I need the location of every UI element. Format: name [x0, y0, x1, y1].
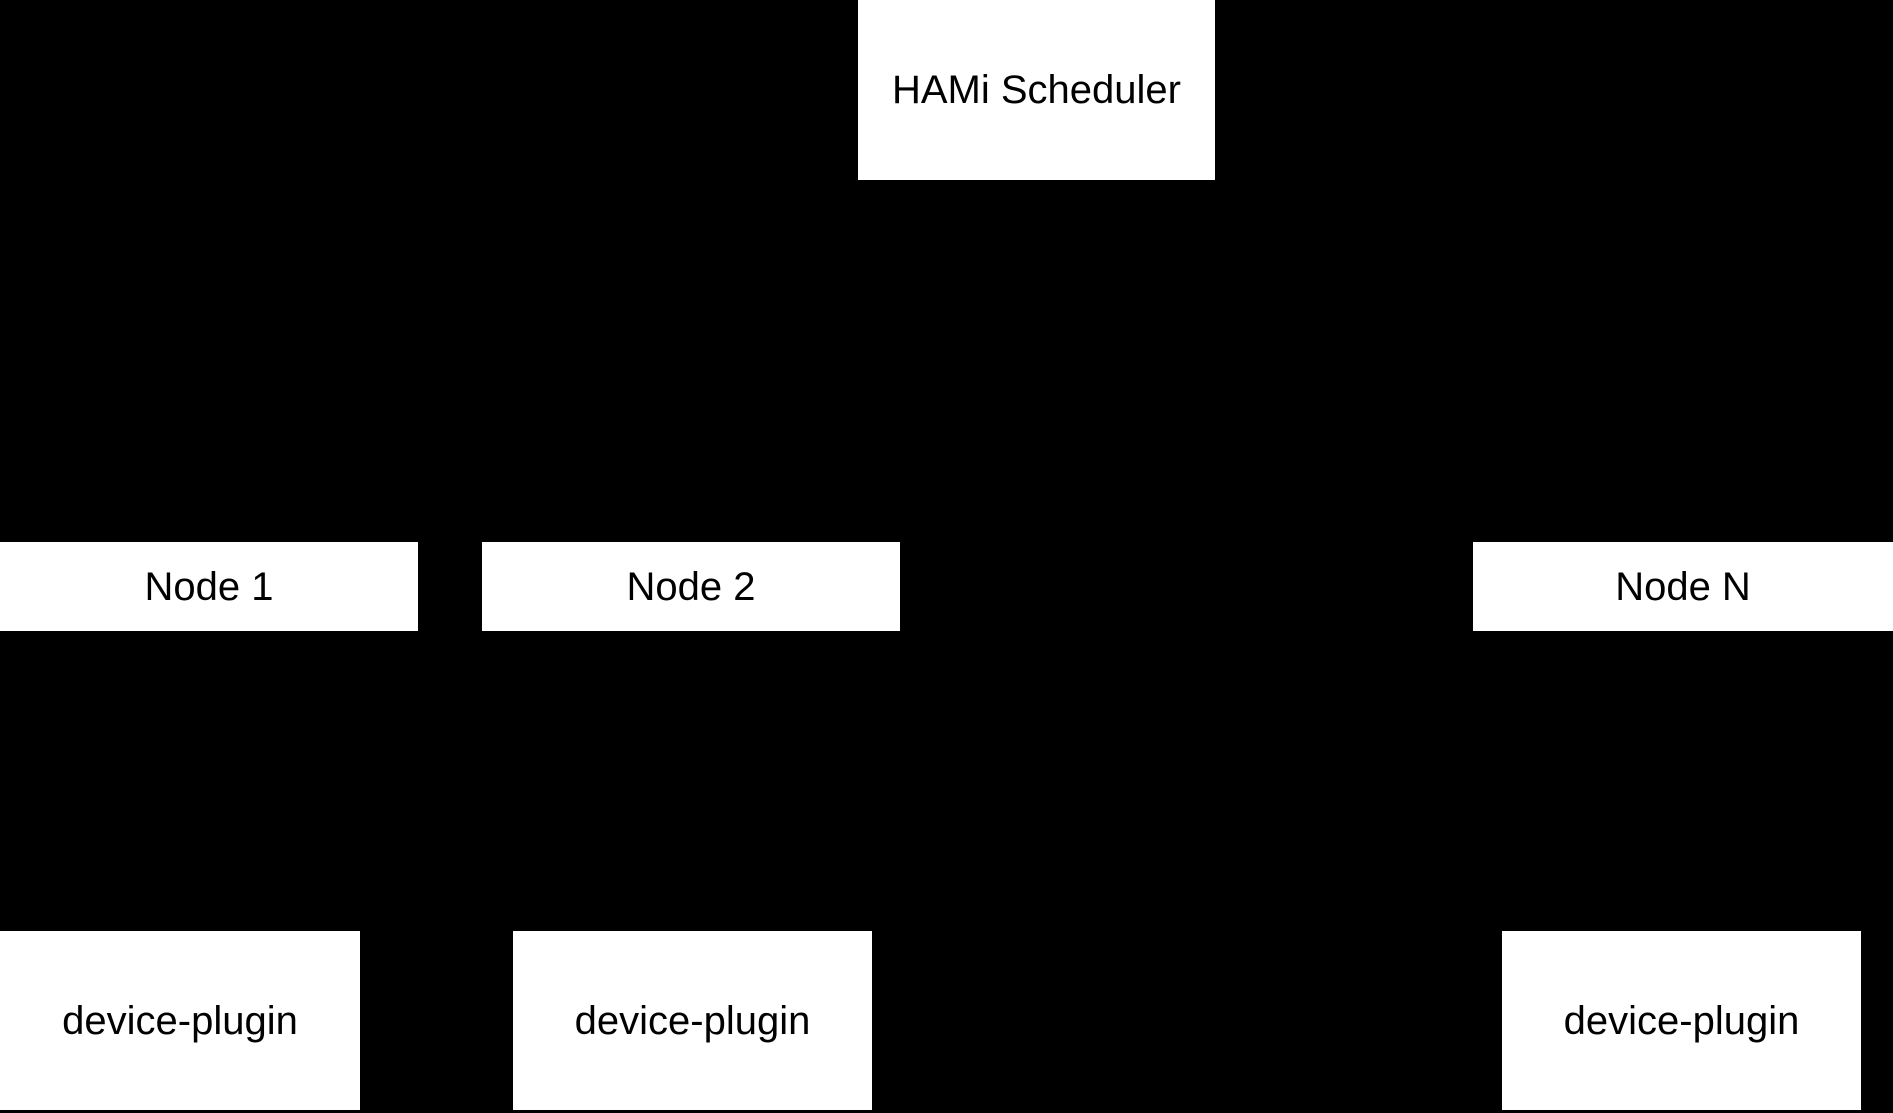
node-1-box[interactable]: Node 1	[0, 542, 418, 631]
node-2-box[interactable]: Node 2	[482, 542, 900, 631]
device-plugin-1-box[interactable]: device-plugin	[0, 931, 360, 1110]
hami-scheduler-box[interactable]: HAMi Scheduler	[858, 0, 1215, 180]
device-plugin-2-label: device-plugin	[574, 998, 811, 1043]
device-plugin-1-label: device-plugin	[62, 998, 298, 1043]
device-plugin-3-label: device-plugin	[1563, 998, 1800, 1043]
node-n-label: Node N	[1615, 564, 1751, 609]
node-1-label: Node 1	[144, 564, 274, 609]
hami-scheduler-label: HAMi Scheduler	[891, 68, 1181, 112]
node-2-label: Node 2	[626, 564, 756, 609]
node-n-box[interactable]: Node N	[1473, 542, 1893, 631]
device-plugin-2-box[interactable]: device-plugin	[513, 931, 872, 1110]
device-plugin-3-box[interactable]: device-plugin	[1502, 931, 1861, 1110]
